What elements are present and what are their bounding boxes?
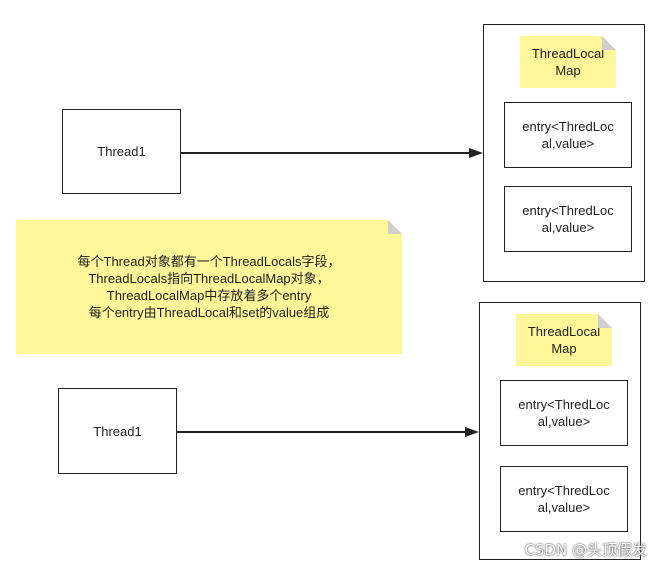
entry-box-2: entry<ThredLoc al,value>	[504, 186, 632, 252]
entry-box-1: entry<ThredLoc al,value>	[504, 102, 632, 168]
thread-label-bottom: Thread1	[93, 423, 142, 439]
arrow-head-top	[469, 148, 483, 158]
threadlocal-map-container-bottom: ThreadLocal Map entry<ThredLoc al,value>…	[479, 302, 641, 560]
map-title-top: ThreadLocal Map	[531, 46, 605, 78]
thread-box-bottom: Thread1	[58, 388, 177, 474]
map-title-note-top: ThreadLocal Map	[520, 36, 616, 88]
threadlocal-map-container-top: ThreadLocal Map entry<ThredLoc al,value>…	[483, 24, 645, 282]
note-fold-icon	[388, 220, 402, 234]
entry-label-2: entry<ThredLoc al,value>	[522, 203, 614, 235]
entry-label-4: entry<ThredLoc al,value>	[518, 483, 610, 515]
map-title-note-bottom: ThreadLocal Map	[516, 314, 612, 366]
arrow-line-top	[181, 152, 471, 154]
entry-label-3: entry<ThredLoc al,value>	[518, 397, 610, 429]
map-title-bottom: ThreadLocal Map	[527, 324, 601, 356]
arrow-head-bottom	[465, 427, 479, 437]
explanation-text: 每个Thread对象都有一个ThreadLocals字段， ThreadLoca…	[77, 254, 341, 320]
entry-box-4: entry<ThredLoc al,value>	[500, 466, 628, 532]
note-fold-icon	[598, 314, 612, 328]
explanation-note: 每个Thread对象都有一个ThreadLocals字段， ThreadLoca…	[16, 220, 402, 354]
thread-box-top: Thread1	[62, 109, 181, 194]
arrow-line-bottom	[177, 431, 467, 433]
entry-box-3: entry<ThredLoc al,value>	[500, 380, 628, 446]
entry-label-1: entry<ThredLoc al,value>	[522, 119, 614, 151]
watermark: CSDN @头顶假发	[524, 541, 647, 559]
note-fold-icon	[602, 36, 616, 50]
thread-label-top: Thread1	[97, 144, 146, 159]
